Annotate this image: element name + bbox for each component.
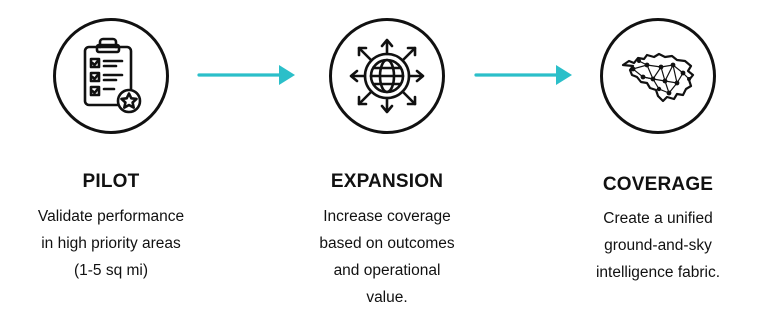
globe-expand-icon (349, 38, 425, 114)
description-line: Validate performance (37, 208, 185, 225)
arrow-right-icon (472, 62, 574, 88)
description-line: Create a unified (603, 210, 713, 227)
description-line: (1-5 sq mi) (73, 262, 149, 279)
network-map-icon (621, 52, 695, 103)
expansion-icon-circle (329, 18, 445, 134)
stage-title-expansion: EXPANSION (330, 171, 444, 192)
coverage-icon-circle (600, 18, 716, 134)
checklist-clipboard-icon (83, 37, 142, 114)
pilot-icon-circle (53, 18, 169, 134)
stage-description-pilot: Validate performance in high priority ar… (11, 203, 211, 284)
description-line: Increase coverage (323, 208, 451, 225)
description-line: in high priority areas (41, 235, 181, 252)
stage-title-coverage: COVERAGE (602, 174, 714, 195)
stage-description-coverage: Create a unified ground-and-sky intellig… (558, 205, 758, 286)
description-line: and operational (333, 262, 441, 279)
arrow-right-icon (195, 62, 297, 88)
description-line: based on outcomes (319, 235, 455, 252)
stage-title-pilot: PILOT (82, 171, 140, 192)
description-line: ground-and-sky (604, 237, 712, 254)
description-line: intelligence fabric. (595, 264, 721, 281)
stage-description-expansion: Increase coverage based on outcomes and … (287, 203, 487, 311)
description-line: value. (366, 289, 408, 306)
